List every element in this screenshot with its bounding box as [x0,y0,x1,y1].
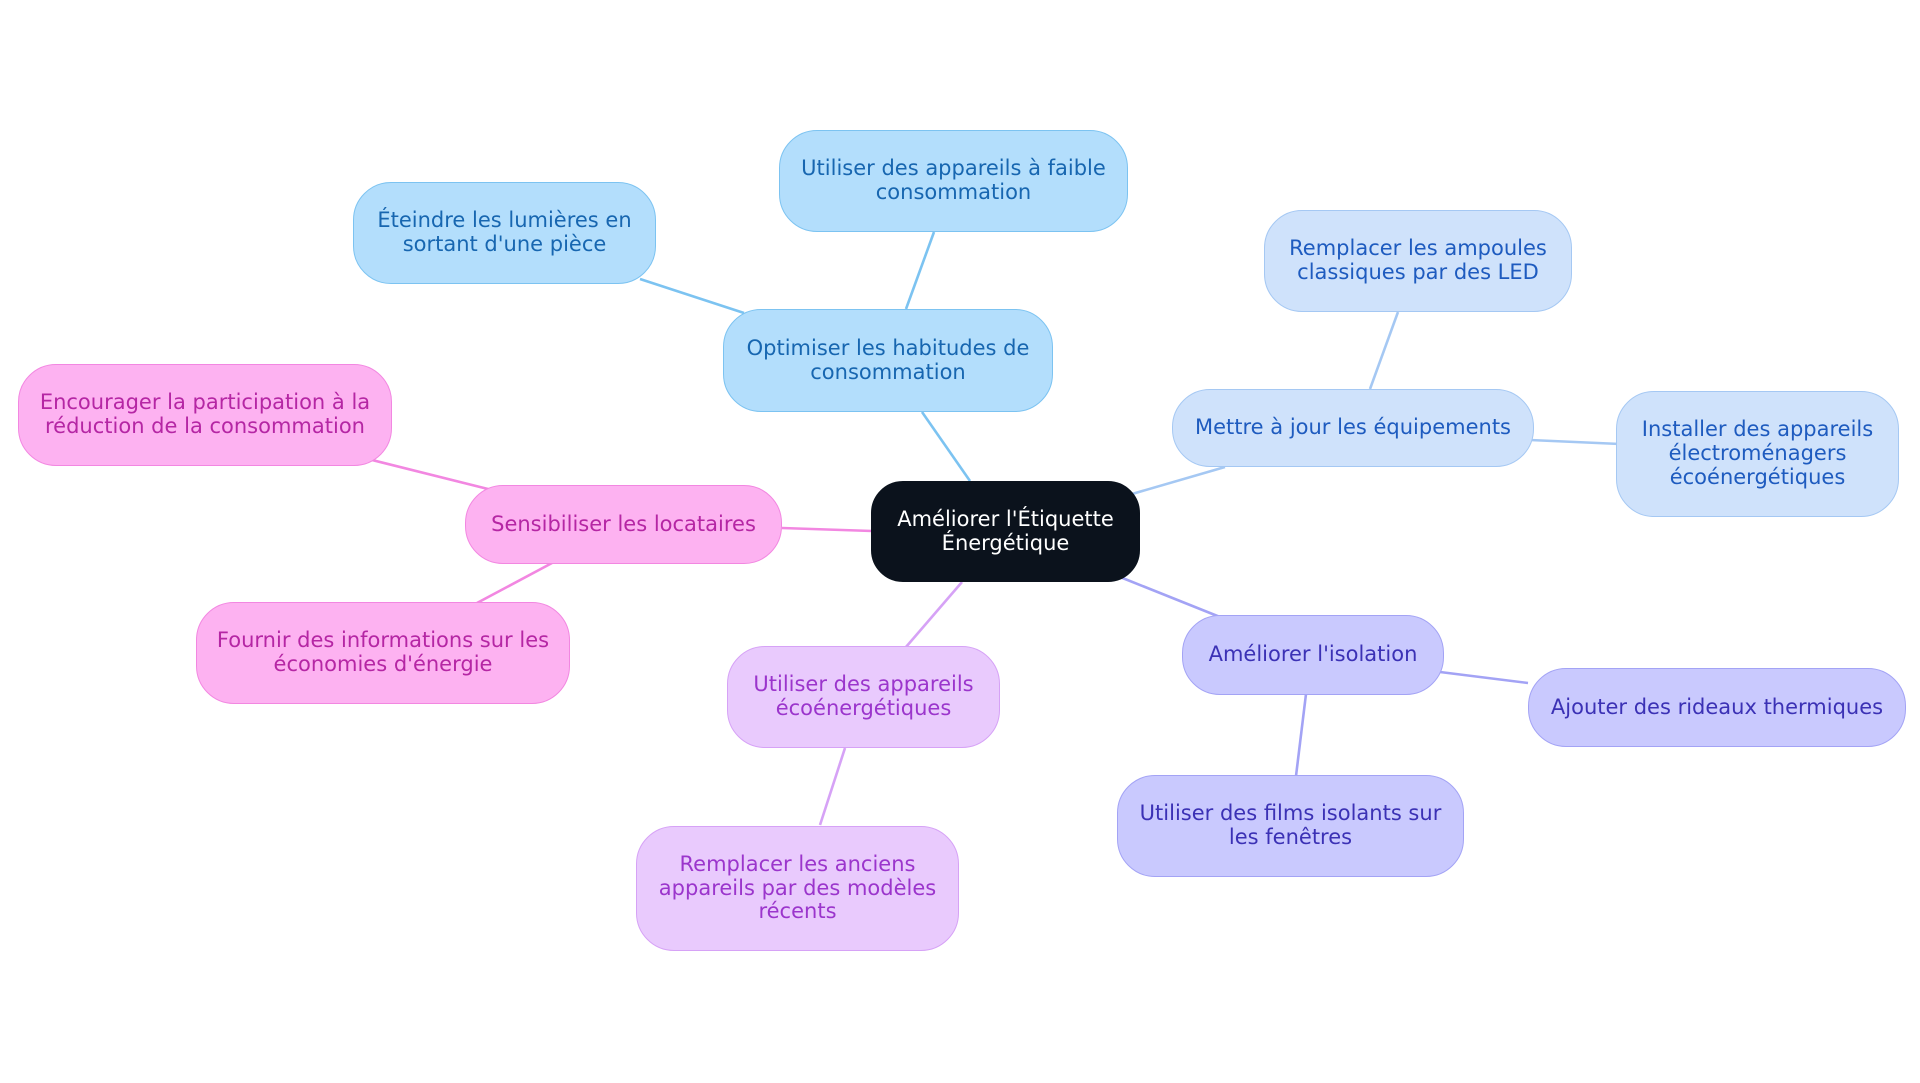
branch-equipements-label: Mettre à jour les équipements [1195,415,1511,440]
branch-locataires-label: Sensibiliser les locataires [491,511,756,536]
branch-equipements[interactable]: Mettre à jour les équipements [1172,389,1534,467]
connector-root-isolation [1119,575,1221,619]
connector-habitudes-lumieres [639,277,745,315]
connector-root-appareils [905,581,963,648]
connector-isolation-rideaux [1439,670,1529,685]
leaf-label: Remplacer les anciens appareils par des … [658,851,937,924]
connector-root-equipements [1131,465,1226,496]
connector-locataires-fournir [476,561,553,605]
leaf-films-isolants[interactable]: Utiliser des films isolants sur les fenê… [1117,775,1464,877]
leaf-label: Utiliser des films isolants sur les fenê… [1139,801,1442,849]
connector-habitudes-faible [904,231,936,310]
branch-habitudes[interactable]: Optimiser les habitudes de consommation [723,309,1053,412]
leaf-label: Encourager la participation à la réducti… [39,390,371,438]
leaf-encourager-participation[interactable]: Encourager la participation à la réducti… [18,364,392,466]
connector-equipements-installer [1529,438,1621,446]
branch-appareils[interactable]: Utiliser des appareils écoénergétiques [727,646,1000,748]
connector-root-locataires [781,526,873,533]
leaf-fournir-informations[interactable]: Fournir des informations sur les économi… [196,602,570,704]
connector-equipements-ampoules [1368,311,1400,390]
leaf-electromenagers[interactable]: Installer des appareils électroménagers … [1616,391,1899,517]
branch-isolation-label: Améliorer l'isolation [1208,642,1418,667]
leaf-rideaux-thermiques[interactable]: Ajouter des rideaux thermiques [1528,668,1906,747]
connector-locataires-encourager [371,458,489,491]
branch-habitudes-label: Optimiser les habitudes de consommation [746,335,1030,384]
leaf-faible-consommation[interactable]: Utiliser des appareils à faible consomma… [779,130,1128,232]
leaf-label: Fournir des informations sur les économi… [216,628,550,676]
leaf-eteindre-lumieres[interactable]: Éteindre les lumières en sortant d'une p… [353,182,656,284]
connector-appareils-remplacer [818,747,847,826]
root-node[interactable]: Améliorer l'Étiquette Énergétique [871,481,1140,582]
connector-isolation-films [1294,693,1308,777]
leaf-ampoules-led[interactable]: Remplacer les ampoules classiques par de… [1264,210,1572,312]
root-label: Améliorer l'Étiquette Énergétique [897,506,1114,555]
branch-appareils-label: Utiliser des appareils écoénergétiques [753,672,974,720]
leaf-anciens-appareils[interactable]: Remplacer les anciens appareils par des … [636,826,959,951]
leaf-label: Installer des appareils électroménagers … [1641,417,1874,489]
branch-isolation[interactable]: Améliorer l'isolation [1182,615,1444,695]
leaf-label: Éteindre les lumières en sortant d'une p… [377,208,632,256]
leaf-label: Ajouter des rideaux thermiques [1550,694,1884,719]
branch-locataires[interactable]: Sensibiliser les locataires [465,485,782,564]
connector-root-habitudes [920,411,972,482]
leaf-label: Remplacer les ampoules classiques par de… [1289,236,1547,284]
leaf-label: Utiliser des appareils à faible consomma… [801,156,1106,204]
